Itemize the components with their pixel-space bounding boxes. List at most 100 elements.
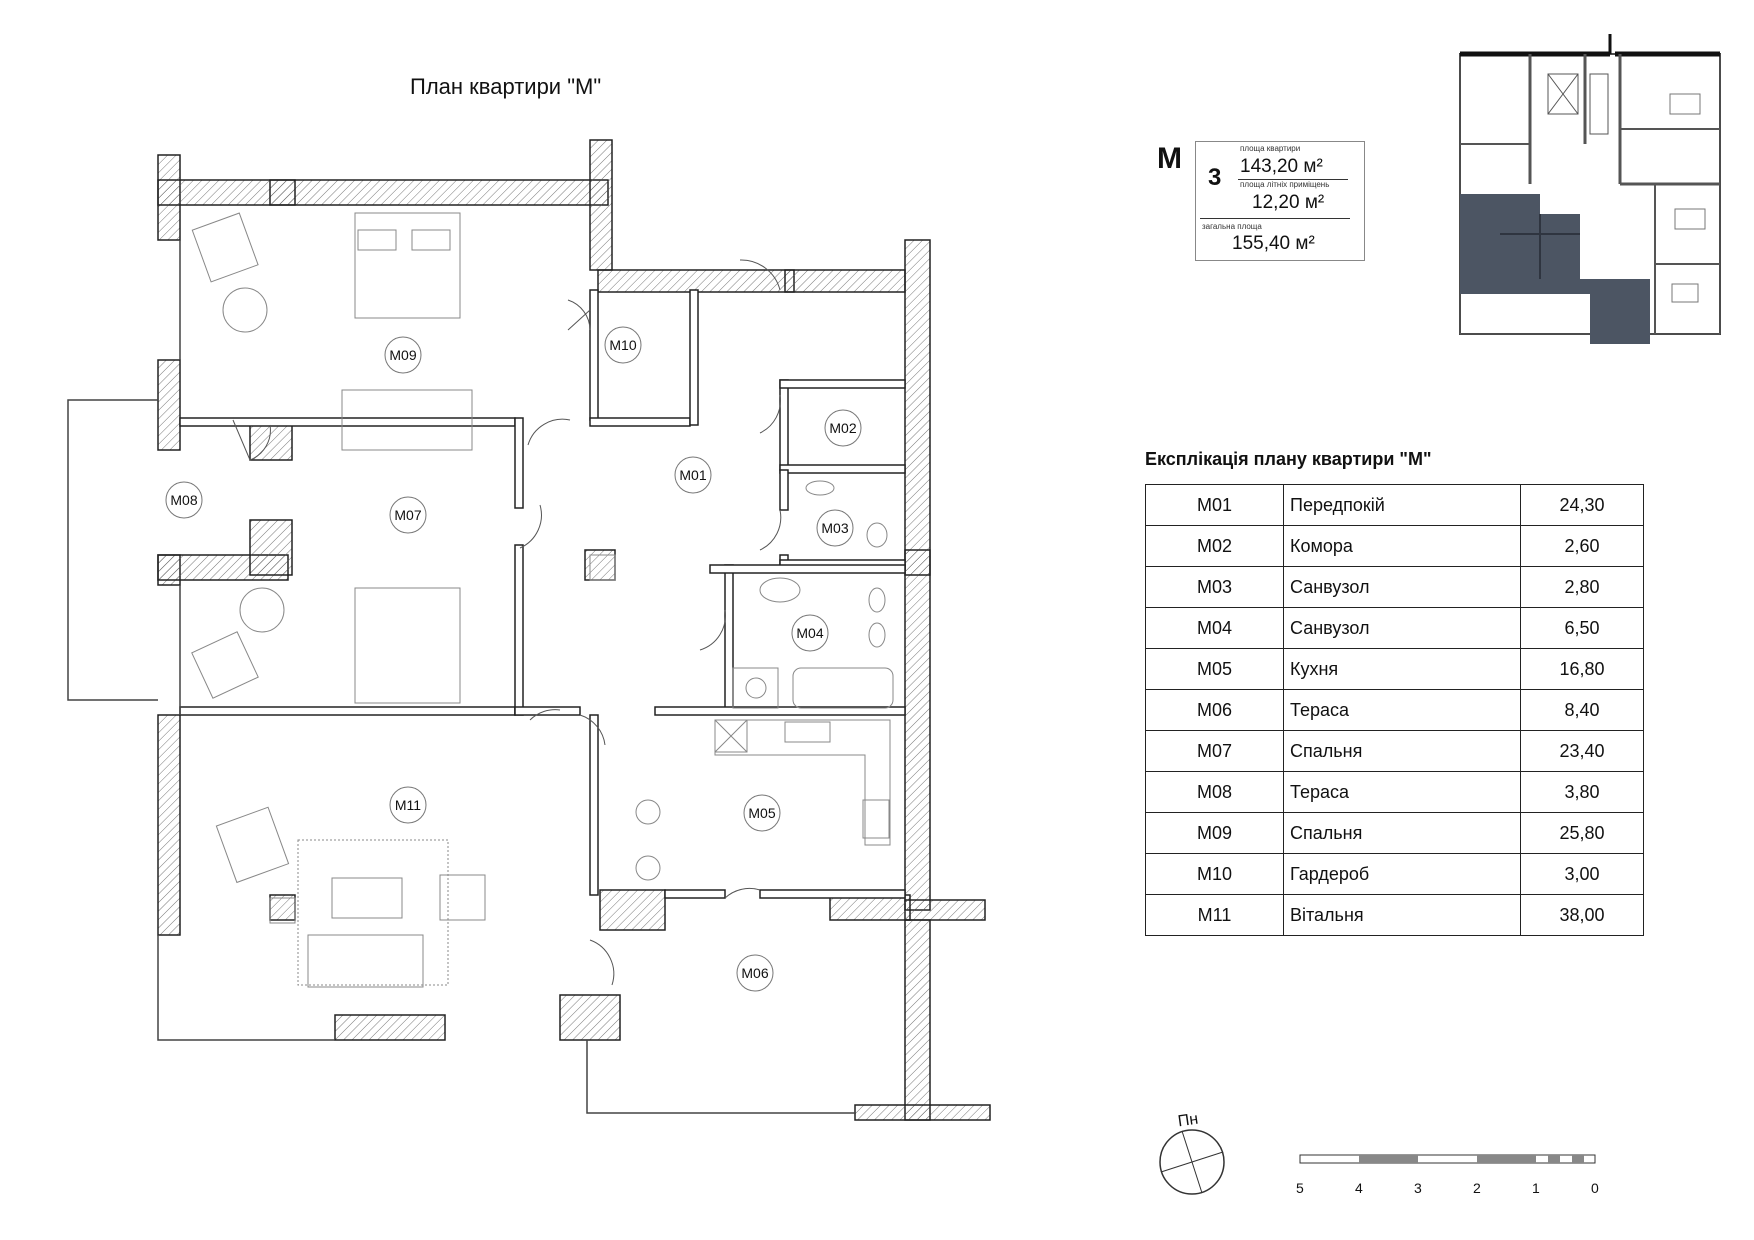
svg-text:М03: М03	[821, 520, 848, 536]
explication-title: Експлікація плану квартири "М"	[1145, 449, 1432, 469]
side-chair	[439, 874, 486, 921]
scale-label-0: 0	[1591, 1180, 1599, 1196]
svg-text:М10: М10	[609, 337, 636, 353]
bathtub	[792, 667, 894, 709]
scale-label-1: 1	[1532, 1180, 1540, 1196]
room-id: М03	[1145, 566, 1284, 608]
svg-text:М09: М09	[389, 347, 416, 363]
svg-text:М04: М04	[796, 625, 823, 641]
svg-text:М11: М11	[395, 797, 421, 813]
room-id: М08	[1145, 771, 1284, 813]
unit-floor-number: 3	[1208, 164, 1222, 191]
room-name: Кухня	[1283, 648, 1521, 690]
room-area: 8,40	[1520, 689, 1644, 731]
furniture	[191, 212, 894, 988]
room-name: Гардероб	[1283, 853, 1521, 895]
coffee-table	[331, 877, 403, 919]
doors	[232, 259, 782, 986]
room-name: Комора	[1283, 525, 1521, 567]
svg-text:М07: М07	[394, 507, 421, 523]
svg-text:М01: М01	[679, 467, 706, 483]
room-area: 2,60	[1520, 525, 1644, 567]
room-label-m07: М07	[389, 496, 427, 534]
svg-text:М06: М06	[741, 965, 768, 981]
washbasin-m04	[759, 577, 801, 603]
floor-plan: М01 М02 М03 М04 М05 М06 М07 М08 М09 М10 …	[67, 139, 991, 1121]
room-name: Тераса	[1283, 771, 1521, 813]
total-area-value: 155,40 м²	[1232, 233, 1315, 254]
sofa	[307, 934, 424, 988]
room-name: Тераса	[1283, 689, 1521, 731]
svg-text:М02: М02	[829, 420, 856, 436]
room-id: М01	[1145, 484, 1284, 526]
room-name: Передпокій	[1283, 484, 1521, 526]
unit-letter: М	[1157, 142, 1182, 175]
terraces	[67, 240, 855, 1114]
summer-area-value: 12,20 м²	[1252, 192, 1325, 213]
room-area: 23,40	[1520, 730, 1644, 772]
room-name: Вітальня	[1283, 894, 1521, 936]
room-label-m10: М10	[604, 326, 642, 364]
armchair-living	[215, 806, 290, 884]
unit-area-box: 3 площа квартири 143,20 м² площа літніх …	[1195, 141, 1365, 261]
room-label-m08: М08	[165, 481, 203, 519]
room-label-m03: М03	[816, 509, 854, 547]
room-name: Санвузол	[1283, 607, 1521, 649]
room-area: 2,80	[1520, 566, 1644, 608]
room-area: 3,80	[1520, 771, 1644, 813]
interior-walls	[179, 289, 906, 899]
room-label-m05: М05	[743, 794, 781, 832]
scale-label-4: 4	[1355, 1180, 1363, 1196]
armchair-bedroom-m09	[191, 212, 259, 283]
room-name: Спальня	[1283, 730, 1521, 772]
scale-label-5: 5	[1296, 1180, 1304, 1196]
room-id: М06	[1145, 689, 1284, 731]
room-id: М09	[1145, 812, 1284, 854]
bed-bedroom-m07	[354, 587, 461, 704]
room-label-m09: М09	[384, 336, 422, 374]
room-label-m01: М01	[674, 456, 712, 494]
room-id: М10	[1145, 853, 1284, 895]
room-id: М04	[1145, 607, 1284, 649]
svg-text:М08: М08	[170, 492, 197, 508]
room-name: Санвузол	[1283, 566, 1521, 608]
exterior-walls	[157, 139, 991, 1121]
room-id: М07	[1145, 730, 1284, 772]
room-area: 3,00	[1520, 853, 1644, 895]
room-area: 38,00	[1520, 894, 1644, 936]
key-plan	[1459, 34, 1721, 344]
room-label-m11: М11	[389, 786, 427, 824]
armchair-bedroom-m07	[191, 631, 259, 699]
kitchen-counter	[714, 719, 891, 846]
room-label-m04: М04	[791, 614, 829, 652]
scale-label-2: 2	[1473, 1180, 1481, 1196]
room-area: 24,30	[1520, 484, 1644, 526]
room-label-m06: М06	[736, 954, 774, 992]
apartment-area-caption: площа квартири	[1240, 144, 1301, 153]
key-plan-highlight	[1460, 194, 1650, 344]
scale-label-3: 3	[1414, 1180, 1422, 1196]
room-area: 6,50	[1520, 607, 1644, 649]
svg-text:М05: М05	[748, 805, 775, 821]
room-name: Спальня	[1283, 812, 1521, 854]
room-id: М11	[1145, 894, 1284, 936]
plan-title: План квартири "М"	[410, 74, 602, 99]
room-labels: М01 М02 М03 М04 М05 М06 М07 М08 М09 М10 …	[165, 326, 862, 992]
bed-bedroom-m09	[354, 212, 461, 319]
room-id: М05	[1145, 648, 1284, 690]
compass-icon	[1159, 1129, 1225, 1195]
room-id: М02	[1145, 525, 1284, 567]
total-area-caption: загальна площа	[1202, 222, 1262, 231]
room-area: 16,80	[1520, 648, 1644, 690]
